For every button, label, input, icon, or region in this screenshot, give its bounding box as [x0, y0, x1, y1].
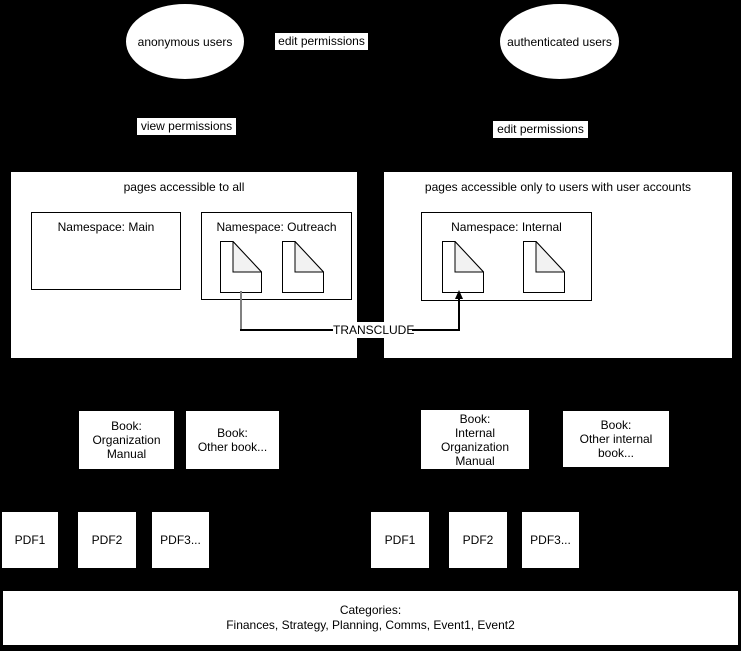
- pdf3-left-box: PDF3...: [151, 511, 210, 569]
- arrowhead-up-icon: [455, 290, 463, 299]
- transclude-connector-left-segment: [240, 329, 334, 331]
- namespace-internal-box: Namespace: Internal: [421, 212, 592, 301]
- transclude-connector-gray-segment: [240, 291, 242, 331]
- private-pages-title: pages accessible only to users with user…: [424, 180, 692, 194]
- page-icon: [442, 241, 484, 293]
- public-pages-title: pages accessible to all: [123, 180, 245, 194]
- book-internal-organization-manual-box: Book: Internal Organization Manual: [420, 409, 530, 470]
- categories-title: Categories:: [339, 603, 402, 617]
- pdf1-right-box: PDF1: [370, 511, 430, 569]
- categories-box: Categories: Finances, Strategy, Planning…: [2, 590, 739, 646]
- namespace-outreach-box: Namespace: Outreach: [201, 212, 352, 300]
- page-icon: [220, 241, 262, 293]
- namespace-internal-title: Namespace: Internal: [451, 220, 562, 234]
- anonymous-users-ellipse: anonymous users: [125, 3, 245, 80]
- pdf2-right-box: PDF2: [448, 511, 508, 569]
- edit-permissions-label-top: edit permissions: [275, 33, 368, 50]
- book-other-internal-book-box: Book: Other internal book...: [562, 410, 670, 468]
- transclude-label: TRANSCLUDE: [333, 322, 415, 338]
- book-organization-manual-box: Book: Organization Manual: [78, 410, 175, 470]
- namespace-outreach-title: Namespace: Outreach: [216, 220, 337, 234]
- public-pages-container: pages accessible to all Namespace: Main …: [10, 171, 358, 359]
- namespace-main-box: Namespace: Main: [31, 212, 181, 290]
- page-icon: [523, 241, 565, 293]
- pdf1-left-box: PDF1: [1, 511, 59, 569]
- private-pages-container: pages accessible only to users with user…: [383, 171, 733, 359]
- pdf2-left-box: PDF2: [77, 511, 137, 569]
- authenticated-users-ellipse: authenticated users: [499, 3, 620, 80]
- edit-permissions-label-right: edit permissions: [493, 121, 588, 138]
- anonymous-users-label: anonymous users: [137, 34, 233, 49]
- view-permissions-label: view permissions: [137, 118, 236, 135]
- categories-list: Finances, Strategy, Planning, Comms, Eve…: [226, 618, 515, 632]
- authenticated-users-label: authenticated users: [507, 34, 612, 49]
- page-icon: [282, 241, 324, 293]
- pdf3-right-box: PDF3...: [521, 511, 580, 569]
- namespace-main-title: Namespace: Main: [57, 220, 155, 234]
- transclude-connector-vertical-segment: [458, 297, 460, 331]
- book-other-book-box: Book: Other book...: [185, 410, 280, 470]
- transclude-connector-right-segment: [412, 329, 459, 331]
